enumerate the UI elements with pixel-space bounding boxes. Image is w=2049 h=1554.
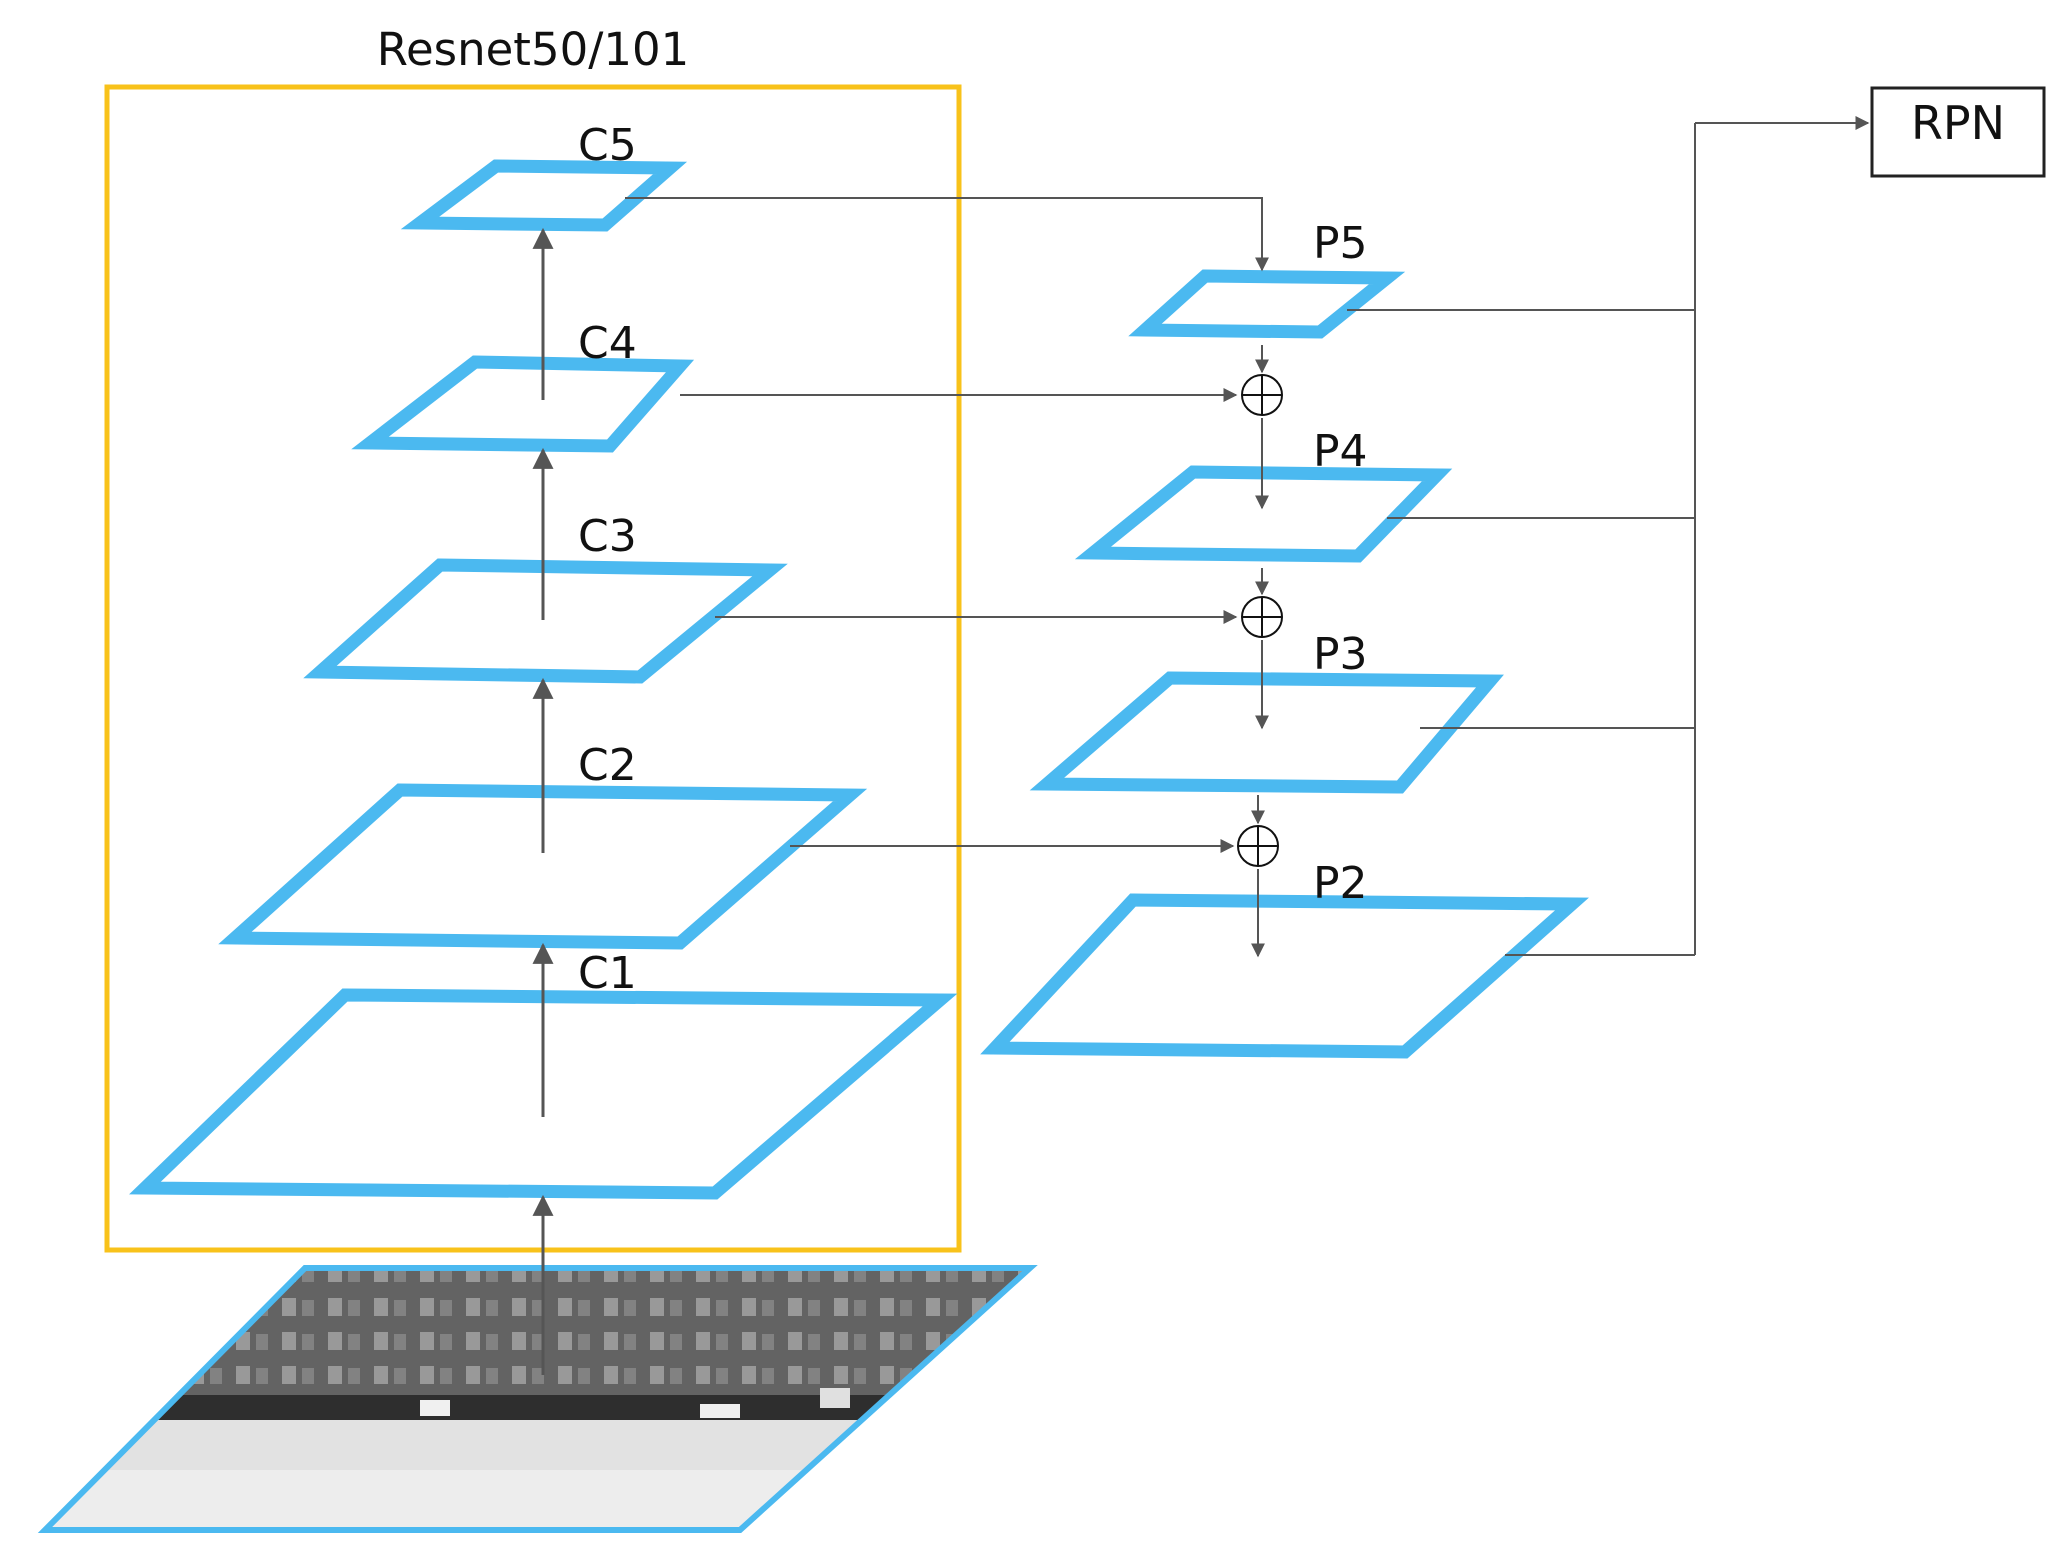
top-down-arrows	[1251, 345, 1269, 958]
label-p3: P3	[1313, 629, 1368, 680]
label-p4: P4	[1313, 426, 1368, 477]
input-image-frame	[37, 1265, 1038, 1533]
feature-map-c3	[303, 558, 788, 684]
label-c5: C5	[578, 120, 637, 171]
label-c3: C3	[578, 511, 637, 562]
lateral-c5-p5	[625, 197, 1269, 272]
feature-map-p5	[1128, 269, 1406, 339]
feature-map-c4	[351, 355, 695, 453]
label-c2: C2	[578, 740, 637, 791]
sum-node-2	[1237, 825, 1279, 867]
sum-node-4	[1241, 374, 1283, 416]
rpn-label: RPN	[1911, 96, 2005, 150]
backbone-title: Resnet50/101	[377, 23, 690, 76]
label-p2: P2	[1313, 858, 1368, 909]
feature-map-c5	[400, 159, 688, 232]
backbone-box	[104, 84, 962, 1253]
label-p5: P5	[1313, 218, 1368, 269]
input-image	[37, 1265, 1038, 1533]
feature-map-p4	[1074, 465, 1453, 563]
rpn-block: RPN	[1870, 86, 2046, 178]
rpn-box	[1870, 86, 2046, 178]
feature-map-p3	[1029, 671, 1504, 794]
label-c4: C4	[578, 318, 637, 369]
feature-map-c2	[218, 783, 868, 950]
feature-map-p2	[980, 893, 1589, 1059]
rpn-connections	[1347, 116, 1870, 956]
label-c1: C1	[578, 948, 637, 999]
feature-map-c1	[129, 988, 958, 1200]
sum-node-3	[1241, 596, 1283, 638]
lateral-connections	[625, 197, 1269, 853]
